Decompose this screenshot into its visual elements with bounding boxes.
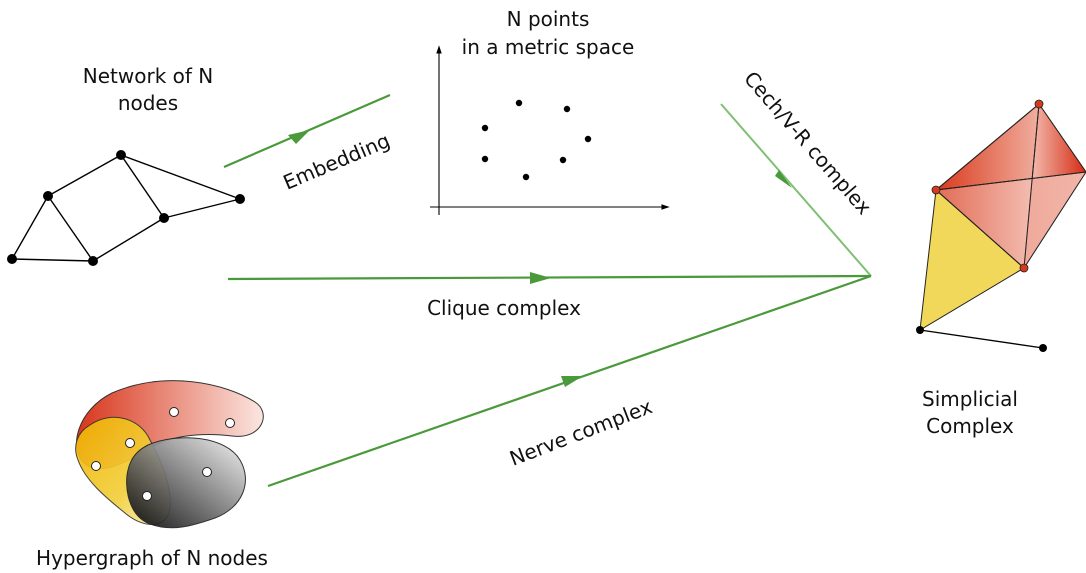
arrowhead-icon <box>775 170 792 188</box>
simplex-vertices <box>916 99 1047 352</box>
simplex-vertex <box>916 326 924 334</box>
simplex-vertex <box>1034 99 1044 109</box>
points-label-line2: in a metric space <box>462 35 635 59</box>
simplicial-label-line2: Complex <box>926 414 1014 438</box>
x-axis-arrow-icon <box>661 204 670 210</box>
nerve-label: Nerve complex <box>506 394 655 470</box>
points-label-line1: N points <box>507 7 590 31</box>
network-edge <box>163 198 241 219</box>
network-label-line2: nodes <box>118 91 178 115</box>
cech-arrow <box>720 103 872 277</box>
network-edge <box>47 154 122 197</box>
metric-space-axes <box>430 45 670 215</box>
nerve-arrow <box>267 274 872 488</box>
hypergraph-node <box>225 418 235 428</box>
simplex-vertex <box>931 185 941 195</box>
metric-points <box>481 99 592 181</box>
hypergraph-nodes <box>91 407 235 501</box>
metric-point <box>559 156 567 164</box>
hypergraph <box>75 380 264 529</box>
network-node <box>7 254 17 264</box>
hypergraph-node <box>125 438 135 448</box>
network-edge <box>11 195 49 260</box>
metric-point <box>584 135 592 143</box>
network-nodes <box>7 150 245 266</box>
clique-label: Clique complex <box>427 296 581 320</box>
network-node <box>235 194 245 204</box>
simplicial-complex <box>916 99 1086 352</box>
clique-arrow <box>227 272 872 284</box>
simplex-edge <box>935 189 1025 269</box>
simplex-edge <box>1023 103 1040 269</box>
network-node <box>159 213 169 223</box>
network-edge <box>92 217 165 262</box>
metric-point <box>522 173 530 181</box>
arrowhead-icon <box>530 272 551 284</box>
network-edge <box>120 154 241 200</box>
arrowhead-icon <box>288 130 310 144</box>
hypergraph-node <box>142 491 152 501</box>
simplex-vertex <box>1019 263 1029 273</box>
arrowhead-icon <box>561 376 583 387</box>
network-node <box>43 191 53 201</box>
network-node <box>88 256 98 266</box>
metric-point <box>563 105 571 113</box>
network-node <box>116 150 126 160</box>
metric-point <box>481 124 489 132</box>
network-edge <box>47 195 94 262</box>
embedding-arrow <box>223 93 391 169</box>
hypergraph-node <box>169 407 179 417</box>
simplex-edge <box>935 103 1040 191</box>
simplex-edges <box>919 103 1086 349</box>
network-graph <box>7 150 245 266</box>
metric-point <box>515 99 523 107</box>
simplex-edge <box>919 329 1044 349</box>
network-label-line1: Network of N <box>83 64 213 88</box>
network-edge <box>11 258 94 262</box>
simplex-edge <box>935 171 1086 191</box>
hyperedge-black <box>126 437 246 529</box>
metric-point <box>481 155 489 163</box>
cech-label: Cech/V-R complex <box>739 67 876 220</box>
network-edge <box>120 154 165 219</box>
y-axis-arrow-icon <box>436 45 442 54</box>
hypergraph-node <box>202 467 212 477</box>
network-edges <box>11 154 241 262</box>
hypergraph-label: Hypergraph of N nodes <box>36 546 268 570</box>
simplex-vertex <box>1039 344 1047 352</box>
hypergraph-node <box>91 461 101 471</box>
simplicial-label-line1: Simplicial <box>922 387 1018 411</box>
